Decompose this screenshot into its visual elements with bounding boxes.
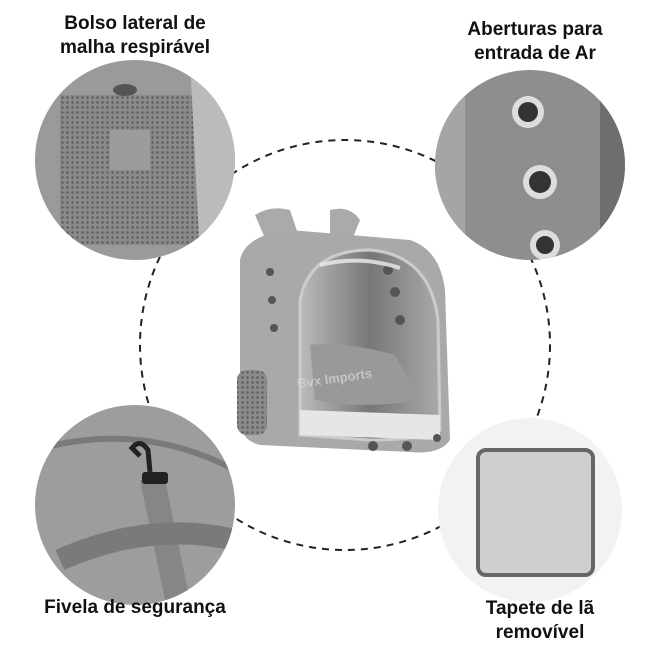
label-line: entrada de Ar	[474, 43, 596, 64]
air-hole-icon	[523, 165, 557, 199]
feature-label-air-holes: Aberturas para entrada de Ar	[430, 18, 640, 66]
feature-label-safety-buckle: Fivela de segurança	[10, 596, 260, 620]
label-line: Fivela de segurança	[44, 597, 226, 618]
label-line: removível	[495, 622, 585, 643]
feature-label-mesh-pocket: Bolso lateral de malha respirável	[20, 12, 250, 60]
removable-mat-image	[438, 418, 622, 602]
label-line: Bolso lateral de	[64, 13, 206, 34]
safety-buckle-image	[35, 405, 235, 605]
label-line: Tapete de lã	[485, 598, 595, 619]
dashed-circle	[139, 139, 551, 551]
mesh-pocket-image	[35, 60, 235, 260]
air-hole-icon	[530, 230, 560, 260]
air-holes-image	[435, 70, 625, 260]
label-line: Aberturas para	[467, 19, 603, 40]
air-hole-icon	[512, 96, 544, 128]
feature-label-removable-mat: Tapete de lã removível	[440, 597, 640, 645]
backpack-image	[237, 208, 450, 453]
label-line: malha respirável	[60, 37, 210, 58]
